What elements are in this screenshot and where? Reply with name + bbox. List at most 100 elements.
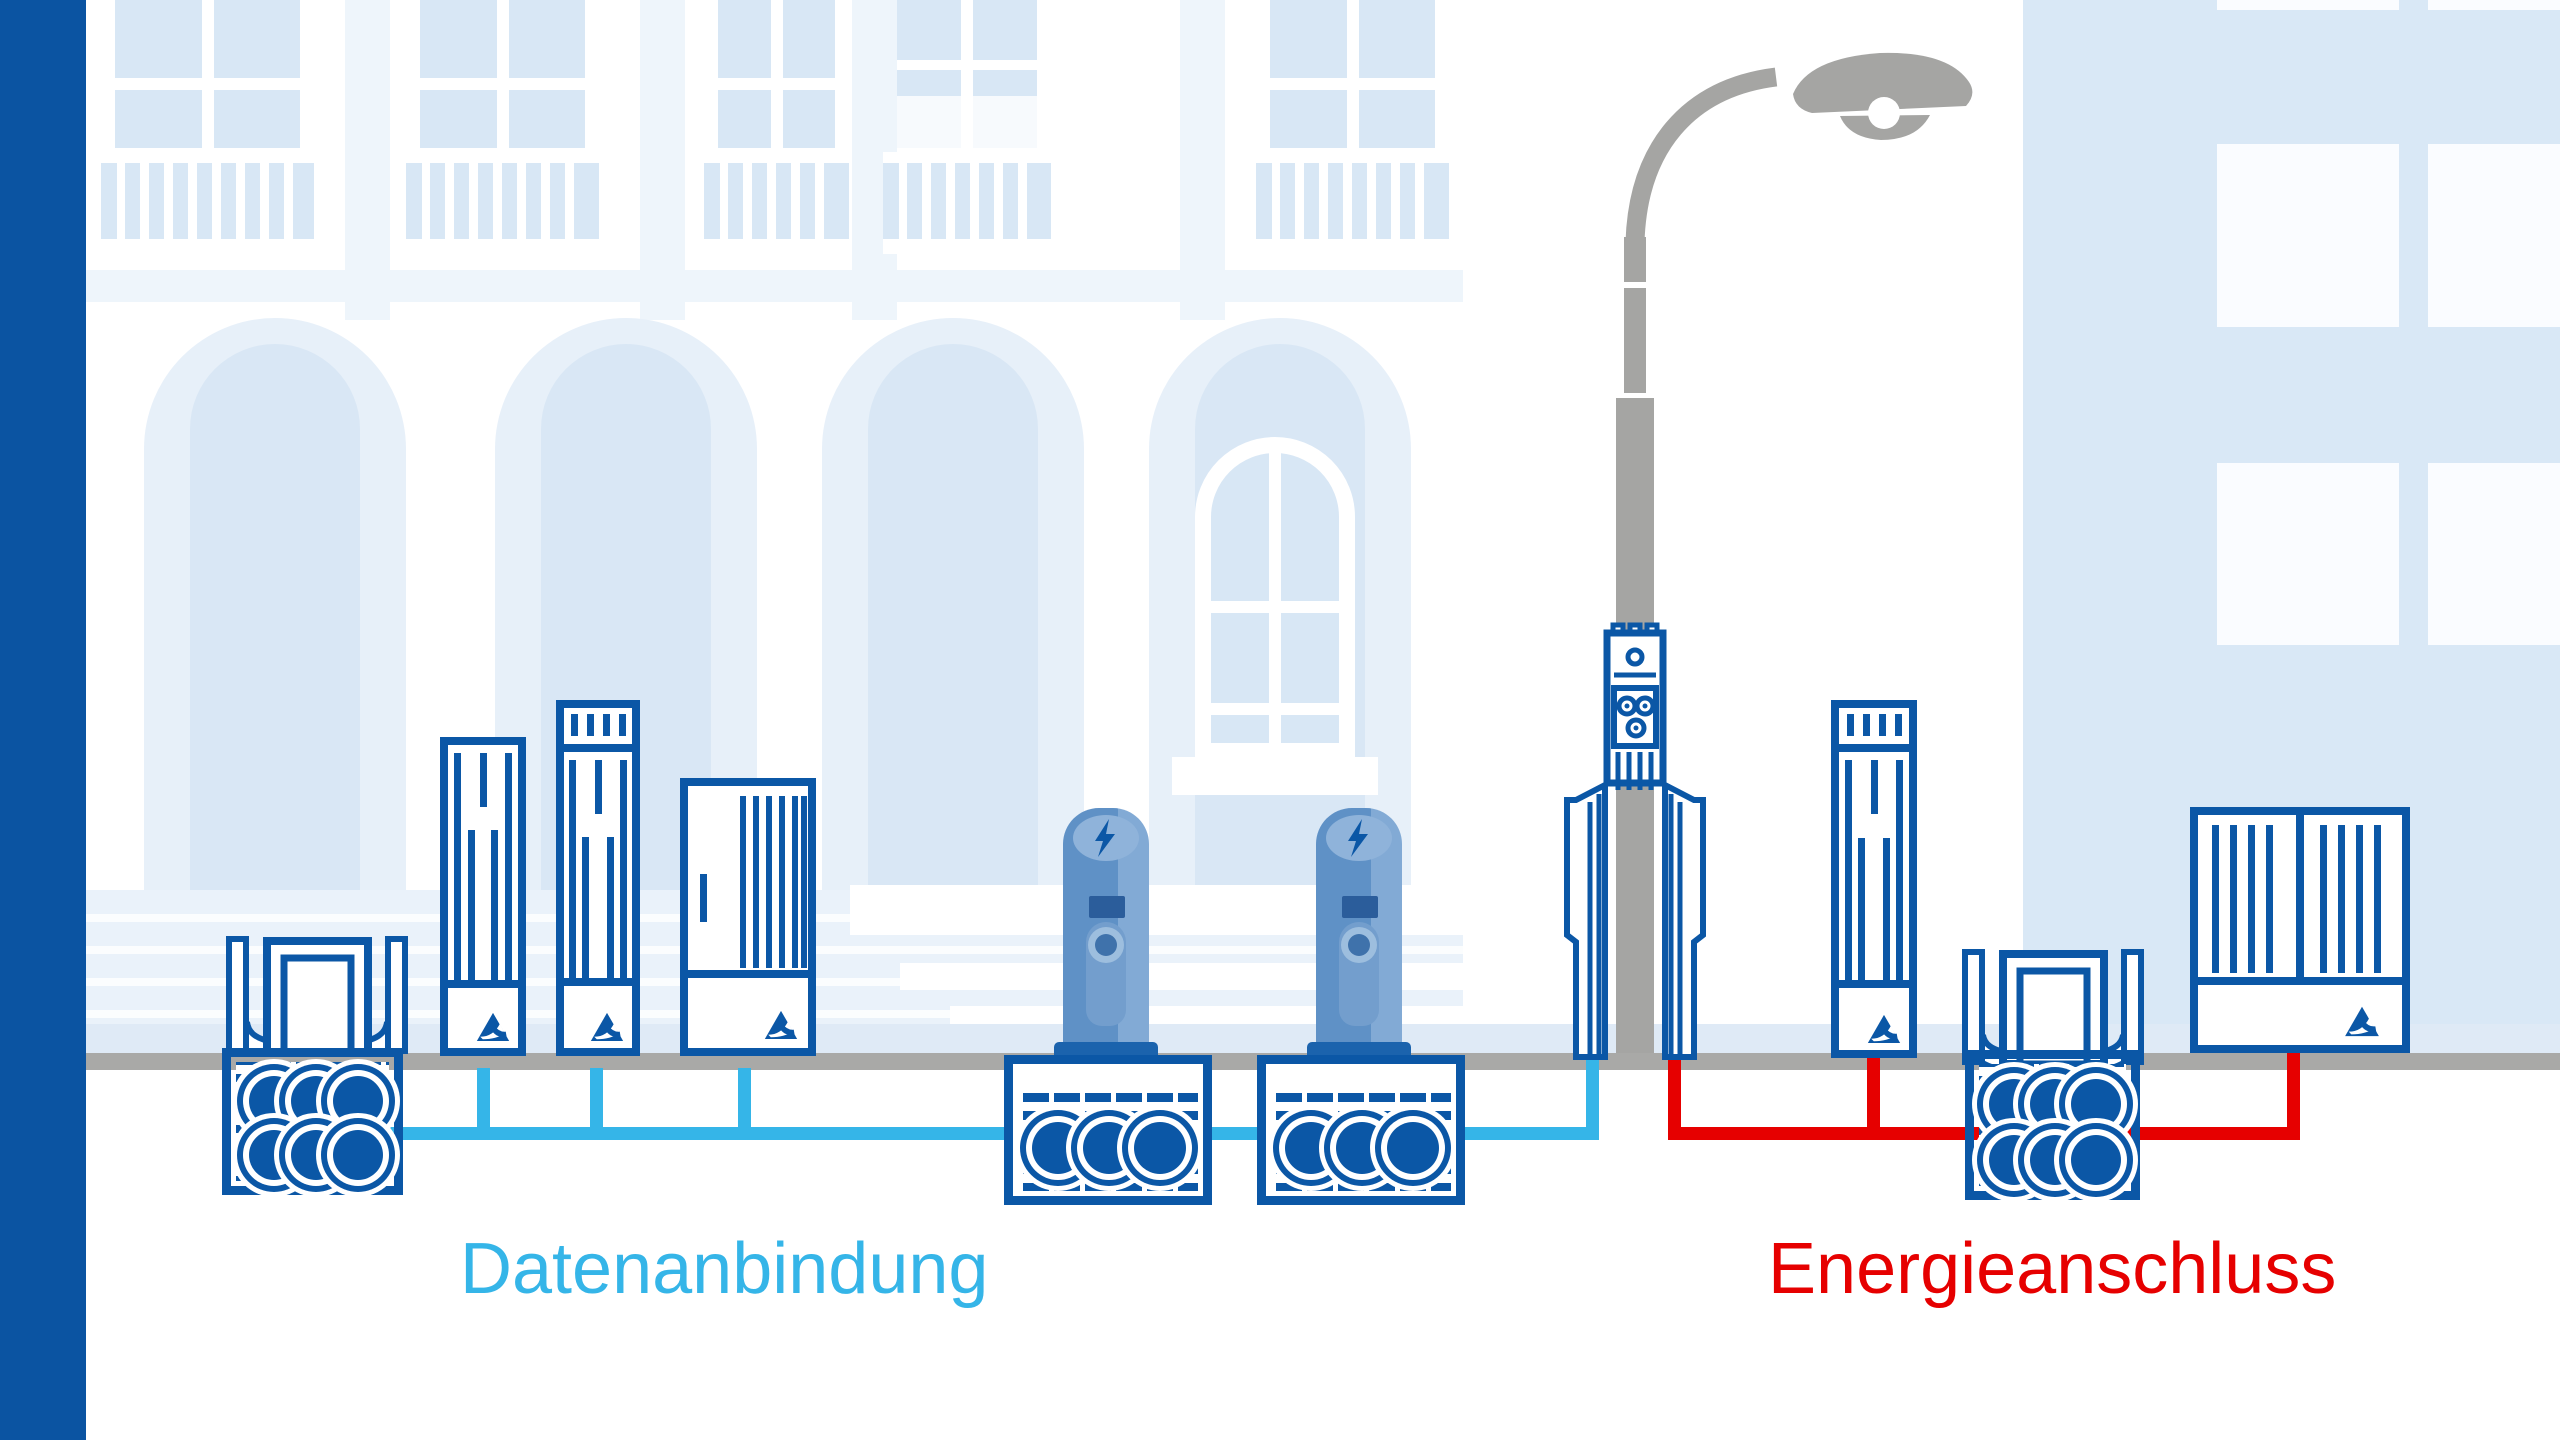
- pillar-foot: [1307, 1042, 1411, 1055]
- data-cable-stub: [590, 1068, 603, 1127]
- duct-circle-icon: [2071, 1079, 2121, 1129]
- cable-holster: [1339, 922, 1379, 1026]
- duct-circle-icon: [1336, 1122, 1388, 1174]
- duct-circle-icon: [1387, 1122, 1439, 1174]
- balustrade: [1256, 152, 1449, 254]
- duct-cover-band: [1018, 1069, 1198, 1089]
- lightning-bolt-icon: [1095, 819, 1115, 857]
- upper-window: [1270, 0, 1435, 148]
- charging-pillar: [1054, 808, 1158, 1055]
- window: [2217, 0, 2399, 10]
- data-cable-stub: [738, 1068, 751, 1127]
- pillar-display: [1089, 896, 1125, 918]
- louvre-slats: [448, 745, 518, 988]
- riser-post: [226, 936, 249, 1054]
- arcade-arch: [822, 318, 1084, 890]
- window: [2217, 144, 2399, 327]
- duct-block: [1004, 1055, 1212, 1205]
- street-cabinet-tall: [1831, 700, 1917, 1058]
- conduit-riser-group: [1962, 949, 2144, 1066]
- left-accent-bar: [0, 0, 86, 1440]
- street-cabinet-slim: [440, 737, 526, 1056]
- pilaster: [640, 0, 685, 320]
- riser-post: [385, 936, 408, 1054]
- arcade-arch: [144, 318, 406, 890]
- balustrade: [101, 152, 314, 254]
- cable-chamber: [222, 1048, 403, 1195]
- duct-circle-icon: [291, 1076, 341, 1126]
- window: [2217, 463, 2399, 645]
- duct-circle-icon: [1083, 1122, 1135, 1174]
- energy-cable-stub: [1668, 1050, 1681, 1127]
- upper-window: [718, 0, 835, 148]
- cabinet-base: [448, 980, 518, 1048]
- upper-window: [420, 0, 585, 148]
- pillar-top-face: [1326, 815, 1392, 861]
- charge-bollard-left: [1564, 780, 1608, 1060]
- duct-circle-icon: [249, 1130, 299, 1180]
- pillar-top-face: [1073, 815, 1139, 861]
- cable-holster: [1086, 922, 1126, 1026]
- utility-logo-icon: [476, 1012, 510, 1041]
- utility-logo-icon: [764, 1010, 798, 1039]
- charging-pillar: [1307, 808, 1411, 1055]
- energy-cable-stub: [2287, 1051, 2300, 1127]
- cabinet-base: [1839, 980, 1909, 1050]
- lamp-bulb: [1868, 97, 1900, 129]
- upper-window: [115, 0, 300, 148]
- pilaster: [1180, 0, 1225, 320]
- street-cabinet-double: [2190, 807, 2410, 1053]
- utility-logo-icon: [1867, 1014, 1901, 1043]
- balustrade: [704, 152, 849, 254]
- riser-post: [1962, 949, 1985, 1065]
- energy-connection-label: Energieanschluss: [1768, 1229, 2337, 1309]
- vent-dashes: [1839, 708, 1909, 752]
- duct-circle-icon: [2071, 1135, 2121, 1185]
- lamp-head: [1793, 52, 1973, 113]
- louvre-slats: [2198, 815, 2402, 985]
- cabinet-base: [564, 978, 632, 1048]
- duct-circle-icon: [291, 1130, 341, 1180]
- upper-window-balcony-door: [897, 0, 1037, 148]
- data-cable-stub: [1586, 1050, 1599, 1127]
- pilaster: [345, 0, 390, 320]
- duct-circle-icon: [1032, 1122, 1084, 1174]
- cable-chamber: [1965, 1050, 2140, 1200]
- balustrade: [883, 152, 1051, 254]
- energy-cable-stub: [1867, 1058, 1880, 1127]
- utility-logo-icon: [590, 1012, 624, 1041]
- street-cabinet-tall: [556, 700, 640, 1056]
- duct-circle-icon: [333, 1130, 383, 1180]
- street-cabinet-door: [680, 778, 816, 1056]
- vent-dashes: [564, 708, 632, 752]
- duct-circle-icon: [249, 1076, 299, 1126]
- riser-frame-inner: [2016, 967, 2091, 1066]
- cabinet-base: [688, 970, 808, 1048]
- pillar-display: [1342, 896, 1378, 918]
- pillar-foot: [1054, 1042, 1158, 1055]
- lamp-pole-upper: [1624, 237, 1646, 397]
- left-building-facade: [86, 0, 1463, 1053]
- lightning-bolt-icon: [1348, 819, 1368, 857]
- window: [2428, 0, 2560, 10]
- lamp-arm: [1625, 67, 1778, 243]
- riser-frame-inner: [280, 954, 355, 1055]
- louvre-slats: [1839, 752, 1909, 998]
- data-cable-stub: [477, 1068, 490, 1127]
- duct-circle-icon: [1285, 1122, 1337, 1174]
- entablature-band: [86, 270, 1463, 302]
- window-sill: [1172, 757, 1378, 795]
- utility-logo-icon: [2345, 1006, 2379, 1037]
- conduit-riser-group: [226, 936, 408, 1055]
- duct-block: [1257, 1055, 1465, 1205]
- riser-post: [2121, 949, 2144, 1065]
- louvre-slats: [564, 752, 632, 996]
- balustrade: [406, 152, 599, 254]
- duct-circle-icon: [333, 1076, 383, 1126]
- pole-charge-box: [1603, 622, 1667, 790]
- window: [2428, 463, 2560, 645]
- charge-bollard-right: [1662, 780, 1706, 1060]
- window: [2428, 144, 2560, 327]
- cabinet-base: [2198, 977, 2402, 1045]
